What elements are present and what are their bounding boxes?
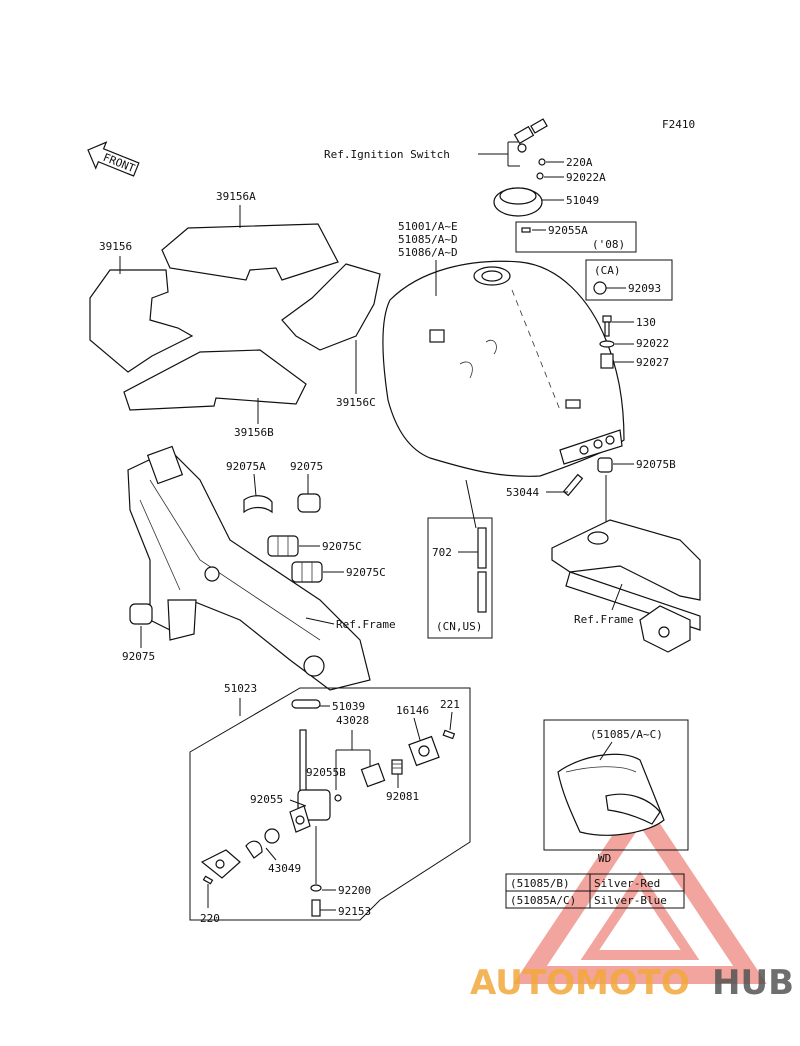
hose-702 xyxy=(477,527,487,613)
label-92075c-2: 92075C xyxy=(346,566,386,579)
label-51049: 51049 xyxy=(566,194,599,207)
seat-pad-39156 xyxy=(89,269,194,373)
o-ring-92055a xyxy=(521,227,531,233)
label-cn-us: (CN,US) xyxy=(436,620,482,633)
label-92075c-1: 92075C xyxy=(322,540,362,553)
bolt-130 xyxy=(602,315,612,337)
cover-43028 xyxy=(360,762,386,788)
label-92022a: 92022A xyxy=(566,171,606,184)
washer-92200 xyxy=(310,884,322,892)
gasket-51039 xyxy=(291,699,321,709)
damper-92075c-1 xyxy=(267,535,299,557)
valve-assembly-box xyxy=(189,687,471,921)
ref-frame-right: Ref.Frame xyxy=(574,613,634,626)
damper-92075c-2 xyxy=(291,561,323,583)
label-92075-top: 92075 xyxy=(290,460,323,473)
label-43028: 43028 xyxy=(336,714,369,727)
label-92027: 92027 xyxy=(636,356,669,369)
label-92081: 92081 xyxy=(386,790,419,803)
ignition-key xyxy=(513,118,548,153)
label-51086: 51086/A~D xyxy=(398,246,458,259)
watermark-text-colored: AUTOMOTO xyxy=(470,963,690,1003)
grommet-92093 xyxy=(593,281,607,295)
screw-220 xyxy=(202,875,214,885)
o-ring-92055 xyxy=(264,828,280,844)
box-92055a xyxy=(515,221,637,253)
color-table-part-1: (51085/B) xyxy=(510,877,570,890)
tank-decal xyxy=(557,753,665,836)
color-table-part-2: (51085A/C) xyxy=(510,894,576,907)
color-table-color-1: Silver-Red xyxy=(594,877,660,890)
label-51001: 51001/A~E xyxy=(398,220,458,233)
label-92075-left: 92075 xyxy=(122,650,155,663)
damper-92075-left xyxy=(129,603,153,625)
screw-221 xyxy=(442,729,456,740)
collar-92027 xyxy=(600,353,614,369)
label-92200: 92200 xyxy=(338,884,371,897)
hose-53044 xyxy=(562,473,584,497)
label-51085: 51085/A~D xyxy=(398,233,458,246)
watermark-text-dark: HUB xyxy=(712,963,794,1003)
watermark-triangle xyxy=(513,793,767,984)
label-92055a: 92055A xyxy=(548,224,588,237)
color-table: (51085/B) Silver-Red (51085A/C) Silver-B… xyxy=(505,873,685,909)
main-frame xyxy=(127,445,371,691)
diaphragm-16146 xyxy=(408,735,440,767)
label-wd: WD xyxy=(598,852,611,865)
label-92022: 92022 xyxy=(636,337,669,350)
spring-92081 xyxy=(391,759,403,775)
fuel-cap-51049 xyxy=(493,187,543,217)
label-51023: 51023 xyxy=(224,682,257,695)
damper-92075a xyxy=(243,495,273,514)
label-220: 220 xyxy=(200,912,220,925)
inset-box xyxy=(543,719,689,851)
label-39156a: 39156A xyxy=(216,190,256,203)
damper-92075-top xyxy=(297,493,321,513)
o-ring-92055b xyxy=(334,794,342,802)
label-92075a: 92075A xyxy=(226,460,266,473)
rear-frame xyxy=(551,519,701,653)
label-221: 221 xyxy=(440,698,460,711)
label-ca: (CA) xyxy=(594,264,621,277)
label-39156c: 39156C xyxy=(336,396,376,409)
label-702: 702 xyxy=(432,546,452,559)
label-08: ('08) xyxy=(592,238,625,251)
figure-id: F2410 xyxy=(662,118,695,131)
ref-ignition-switch: Ref.Ignition Switch xyxy=(324,148,450,161)
fuel-tank xyxy=(382,260,625,477)
label-92153: 92153 xyxy=(338,905,371,918)
label-92055b: 92055B xyxy=(306,766,346,779)
valve-body xyxy=(289,729,331,833)
label-43049: 43049 xyxy=(268,862,301,875)
label-92055: 92055 xyxy=(250,793,283,806)
box-702 xyxy=(427,517,493,639)
lever-43049 xyxy=(245,840,263,859)
washer-92022 xyxy=(599,340,615,348)
label-92075b: 92075B xyxy=(636,458,676,471)
seat-pad-39156a xyxy=(161,223,339,281)
label-53044: 53044 xyxy=(506,486,539,499)
ref-frame-left: Ref.Frame xyxy=(336,618,396,631)
label-51039: 51039 xyxy=(332,700,365,713)
color-table-color-2: Silver-Blue xyxy=(594,894,667,907)
label-220a: 220A xyxy=(566,156,593,169)
label-39156b: 39156B xyxy=(234,426,274,439)
damper-92075b xyxy=(597,457,613,473)
front-arrow-icon: FRONT xyxy=(87,141,140,177)
bolt-92153 xyxy=(311,899,321,917)
washer-92022a xyxy=(536,172,544,180)
inset-title: (51085/A~C) xyxy=(590,728,663,741)
screw-220a xyxy=(538,158,546,166)
seat-pad-39156b xyxy=(123,349,307,411)
label-130: 130 xyxy=(636,316,656,329)
label-39156: 39156 xyxy=(99,240,132,253)
seat-pad-39156c xyxy=(281,263,381,351)
label-16146: 16146 xyxy=(396,704,429,717)
box-ca xyxy=(585,259,673,301)
watermark-logo: AUTOMOTO HUB xyxy=(470,963,794,1003)
label-92093: 92093 xyxy=(628,282,661,295)
plate-valve xyxy=(200,849,241,879)
